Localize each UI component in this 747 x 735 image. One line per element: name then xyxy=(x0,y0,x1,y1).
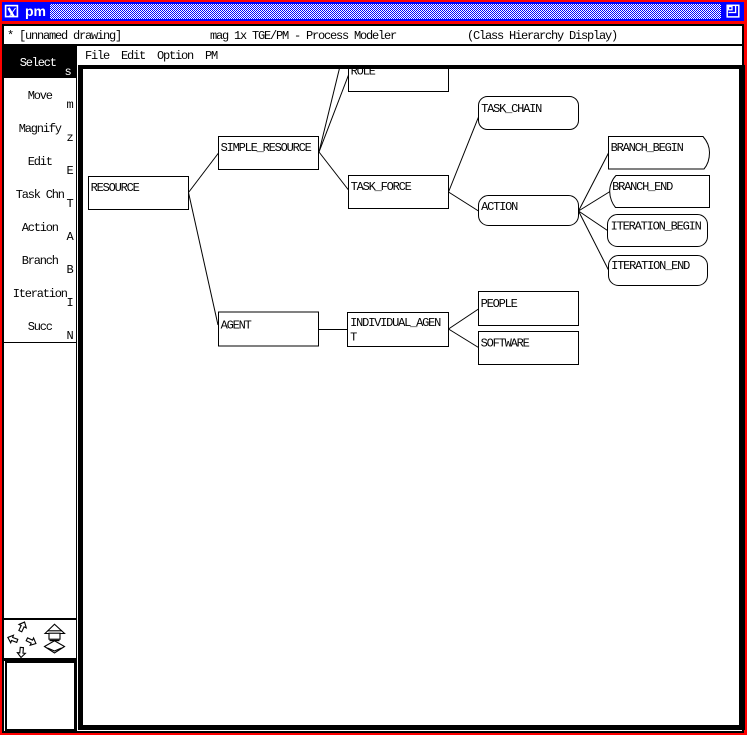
svg-text:SOFTWARE: SOFTWARE xyxy=(481,337,530,351)
svg-text:ACTION: ACTION xyxy=(481,200,518,214)
svg-text:PEOPLE: PEOPLE xyxy=(481,297,518,311)
svg-text:TASK_CHAIN: TASK_CHAIN xyxy=(481,102,542,116)
svg-text:BRANCH_BEGIN: BRANCH_BEGIN xyxy=(611,141,684,155)
svg-text:BRANCH_END: BRANCH_END xyxy=(612,180,673,194)
svg-text:ITERATION_END: ITERATION_END xyxy=(611,259,690,273)
svg-text:SIMPLE_RESOURCE: SIMPLE_RESOURCE xyxy=(221,141,312,155)
svg-text:AGENT: AGENT xyxy=(221,319,252,333)
svg-text:INDIVIDUAL_AGEN: INDIVIDUAL_AGEN xyxy=(350,316,441,330)
svg-text:ROLE: ROLE xyxy=(351,69,376,79)
svg-text:T: T xyxy=(350,331,357,345)
svg-text:RESOURCE: RESOURCE xyxy=(91,181,140,195)
svg-text:ITERATION_BEGIN: ITERATION_BEGIN xyxy=(611,220,702,234)
svg-text:TASK_FORCE: TASK_FORCE xyxy=(351,180,412,194)
